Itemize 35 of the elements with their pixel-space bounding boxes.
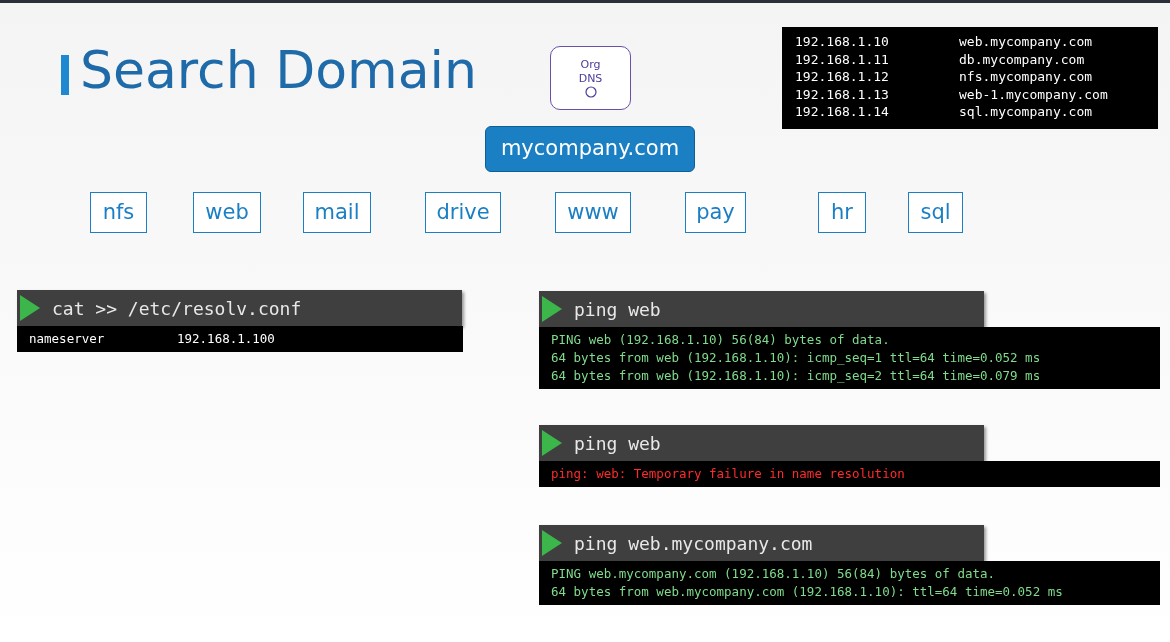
subdomain-box: www	[555, 192, 631, 233]
table-cell-text: 192.168.1.12	[795, 68, 890, 86]
output-line: PING web.mycompany.com (192.168.1.10) 56(84) bytes of data.	[551, 565, 996, 583]
hosts-table	[782, 27, 1158, 129]
domain-box: mycompany.com	[485, 126, 695, 172]
subdomain-box: pay	[685, 192, 746, 233]
table-cell-text: 192.168.1.13	[795, 85, 890, 104]
table-cell-text: 192.168.1.10	[795, 33, 890, 51]
table-cell-text: sql.mycompany.com	[959, 103, 1094, 121]
table-cell-text: nfs.mycompany.com	[959, 68, 1094, 86]
table-cell-text: 192.168.1.14	[795, 103, 890, 121]
output-line: 64 bytes from web.mycompany.com (192.168.1.10): ttl=64 time=0.052 ms	[551, 583, 1064, 601]
subdomain-box: mail	[303, 192, 371, 233]
subdomain-box: nfs	[90, 192, 147, 233]
output-text: nameserver	[29, 330, 106, 348]
output-text: 192.168.1.100	[177, 330, 276, 348]
table-cell-text: 192.168.1.11	[795, 50, 890, 69]
output-line: 64 bytes from web (192.168.1.10): icmp_seq=1 ttl=64 time=0.052 ms	[551, 349, 1042, 367]
title: Search Domain	[80, 39, 477, 102]
subdomain-box: drive	[425, 192, 501, 233]
table-cell-text: db.mycompany.com	[959, 50, 1086, 69]
table-cell-text: web.mycompany.com	[959, 33, 1094, 51]
output-line: 64 bytes from web (192.168.1.10): icmp_seq=2 ttl=64 time=0.079 ms	[551, 367, 1042, 385]
subdomain-box: hr	[818, 192, 866, 233]
output-line: ping: web: Temporary failure in name resolution	[551, 465, 906, 483]
dns-server-box	[550, 46, 631, 110]
command-text: ping web	[574, 431, 661, 456]
command-text: ping web	[574, 297, 661, 322]
output-line: PING web (192.168.1.10) 56(84) bytes of data.	[551, 331, 891, 349]
dns-label: Org DNS	[577, 58, 604, 86]
command-text: ping web.mycompany.com	[574, 531, 813, 556]
subdomain-box: sql	[908, 192, 963, 233]
subdomain-box: web	[193, 192, 261, 233]
table-cell-text: web-1.mycompany.com	[959, 85, 1109, 104]
command-text: cat >> /etc/resolv.conf	[52, 296, 302, 321]
